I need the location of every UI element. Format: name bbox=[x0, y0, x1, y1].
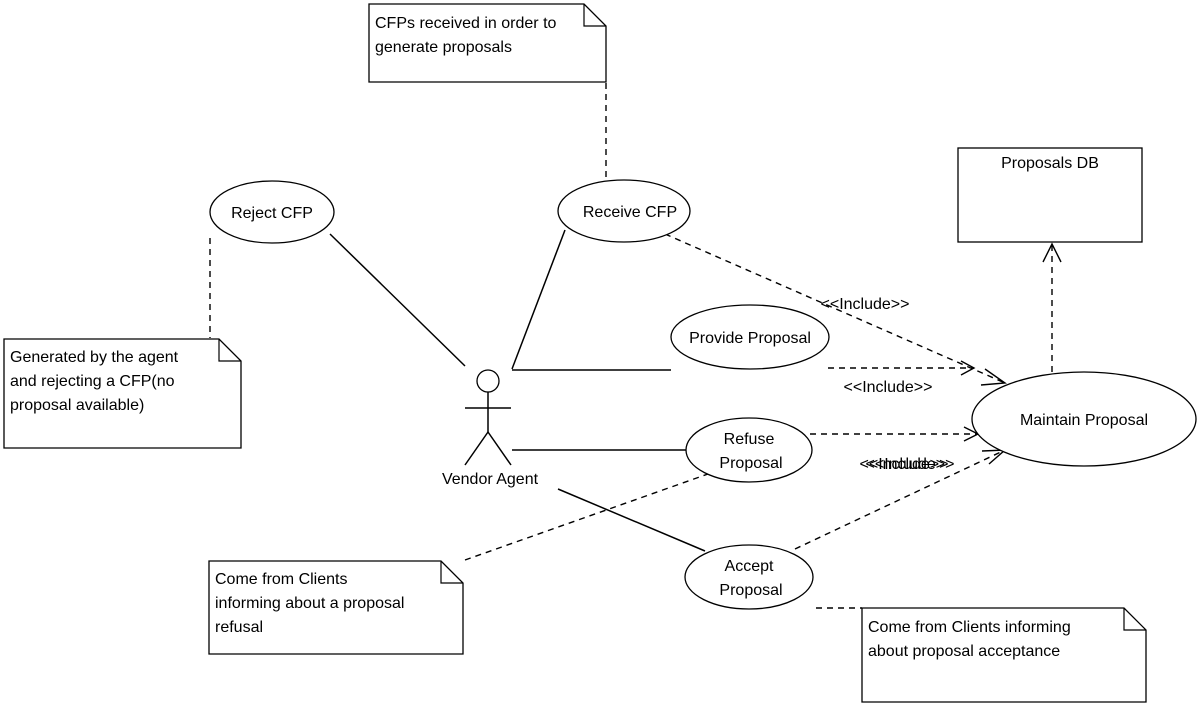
assoc-accept-proposal bbox=[557, 488, 706, 552]
include-receive-to-maintain bbox=[664, 233, 1007, 386]
actor-vendor-agent: Vendor Agent bbox=[442, 369, 539, 488]
use-case-refuse-proposal: Refuse Proposal bbox=[685, 417, 813, 483]
reject-cfp-label: Reject CFP bbox=[231, 205, 313, 222]
actor-leg-left bbox=[464, 431, 489, 466]
note-acceptance-line-2: about proposal acceptance bbox=[868, 643, 1060, 660]
note-acceptance: Come from Clients informing about propos… bbox=[861, 607, 1147, 703]
actor-leg-right bbox=[487, 431, 512, 466]
accept-proposal-label-2: Proposal bbox=[719, 582, 782, 599]
dependency-maintain-to-db bbox=[1042, 242, 1062, 372]
use-case-provide-proposal: Provide Proposal bbox=[670, 304, 830, 370]
note-reject-line-2: and rejecting a CFP(no bbox=[10, 373, 175, 390]
use-case-maintain-proposal: Maintain Proposal bbox=[971, 371, 1197, 467]
note-refusal-line-2: informing about a proposal bbox=[215, 595, 404, 612]
note-acceptance-line-1: Come from Clients informing bbox=[868, 619, 1071, 636]
refuse-proposal-label-1: Refuse bbox=[724, 431, 775, 448]
assoc-receive-cfp bbox=[511, 229, 566, 370]
note-cfp-received: CFPs received in order to generate propo… bbox=[368, 3, 607, 83]
refuse-proposal-label-2: Proposal bbox=[719, 455, 782, 472]
note-cfp-line-1: CFPs received in order to bbox=[375, 15, 557, 32]
accept-proposal-label-1: Accept bbox=[725, 558, 774, 575]
use-case-reject-cfp: Reject CFP bbox=[209, 180, 335, 244]
assoc-reject-cfp bbox=[329, 233, 466, 367]
include-label-2: <<Include>> bbox=[844, 379, 933, 396]
include-refuse-to-maintain bbox=[810, 426, 980, 442]
note-reject-line-3: proposal available) bbox=[10, 397, 144, 414]
provide-proposal-label: Provide Proposal bbox=[689, 330, 811, 347]
actor-head bbox=[476, 369, 500, 393]
include-provide-to-maintain bbox=[828, 360, 976, 376]
proposals-db-label: Proposals DB bbox=[1001, 155, 1099, 172]
note-reject-generated: Generated by the agent and rejecting a C… bbox=[3, 338, 242, 449]
note-cfp-line-2: generate proposals bbox=[375, 39, 512, 56]
note-refusal-line-3: refusal bbox=[215, 619, 263, 636]
actor-label: Vendor Agent bbox=[442, 471, 539, 488]
include-label-3: <<Include>> bbox=[860, 456, 949, 473]
proposals-db: Proposals DB bbox=[957, 147, 1143, 243]
maintain-proposal-label: Maintain Proposal bbox=[1020, 412, 1148, 429]
note-refusal-line-1: Come from Clients bbox=[215, 571, 347, 588]
use-case-receive-cfp: Receive CFP bbox=[557, 179, 691, 243]
receive-cfp-label: Receive CFP bbox=[583, 204, 677, 221]
anchor-refusal-note bbox=[464, 473, 709, 561]
use-case-accept-proposal: Accept Proposal bbox=[684, 544, 814, 610]
include-label-1: <<Include>> bbox=[821, 296, 910, 313]
include-label-4: <<Include>> bbox=[866, 456, 955, 473]
note-refusal: Come from Clients informing about a prop… bbox=[208, 560, 464, 655]
note-reject-line-1: Generated by the agent bbox=[10, 349, 179, 366]
